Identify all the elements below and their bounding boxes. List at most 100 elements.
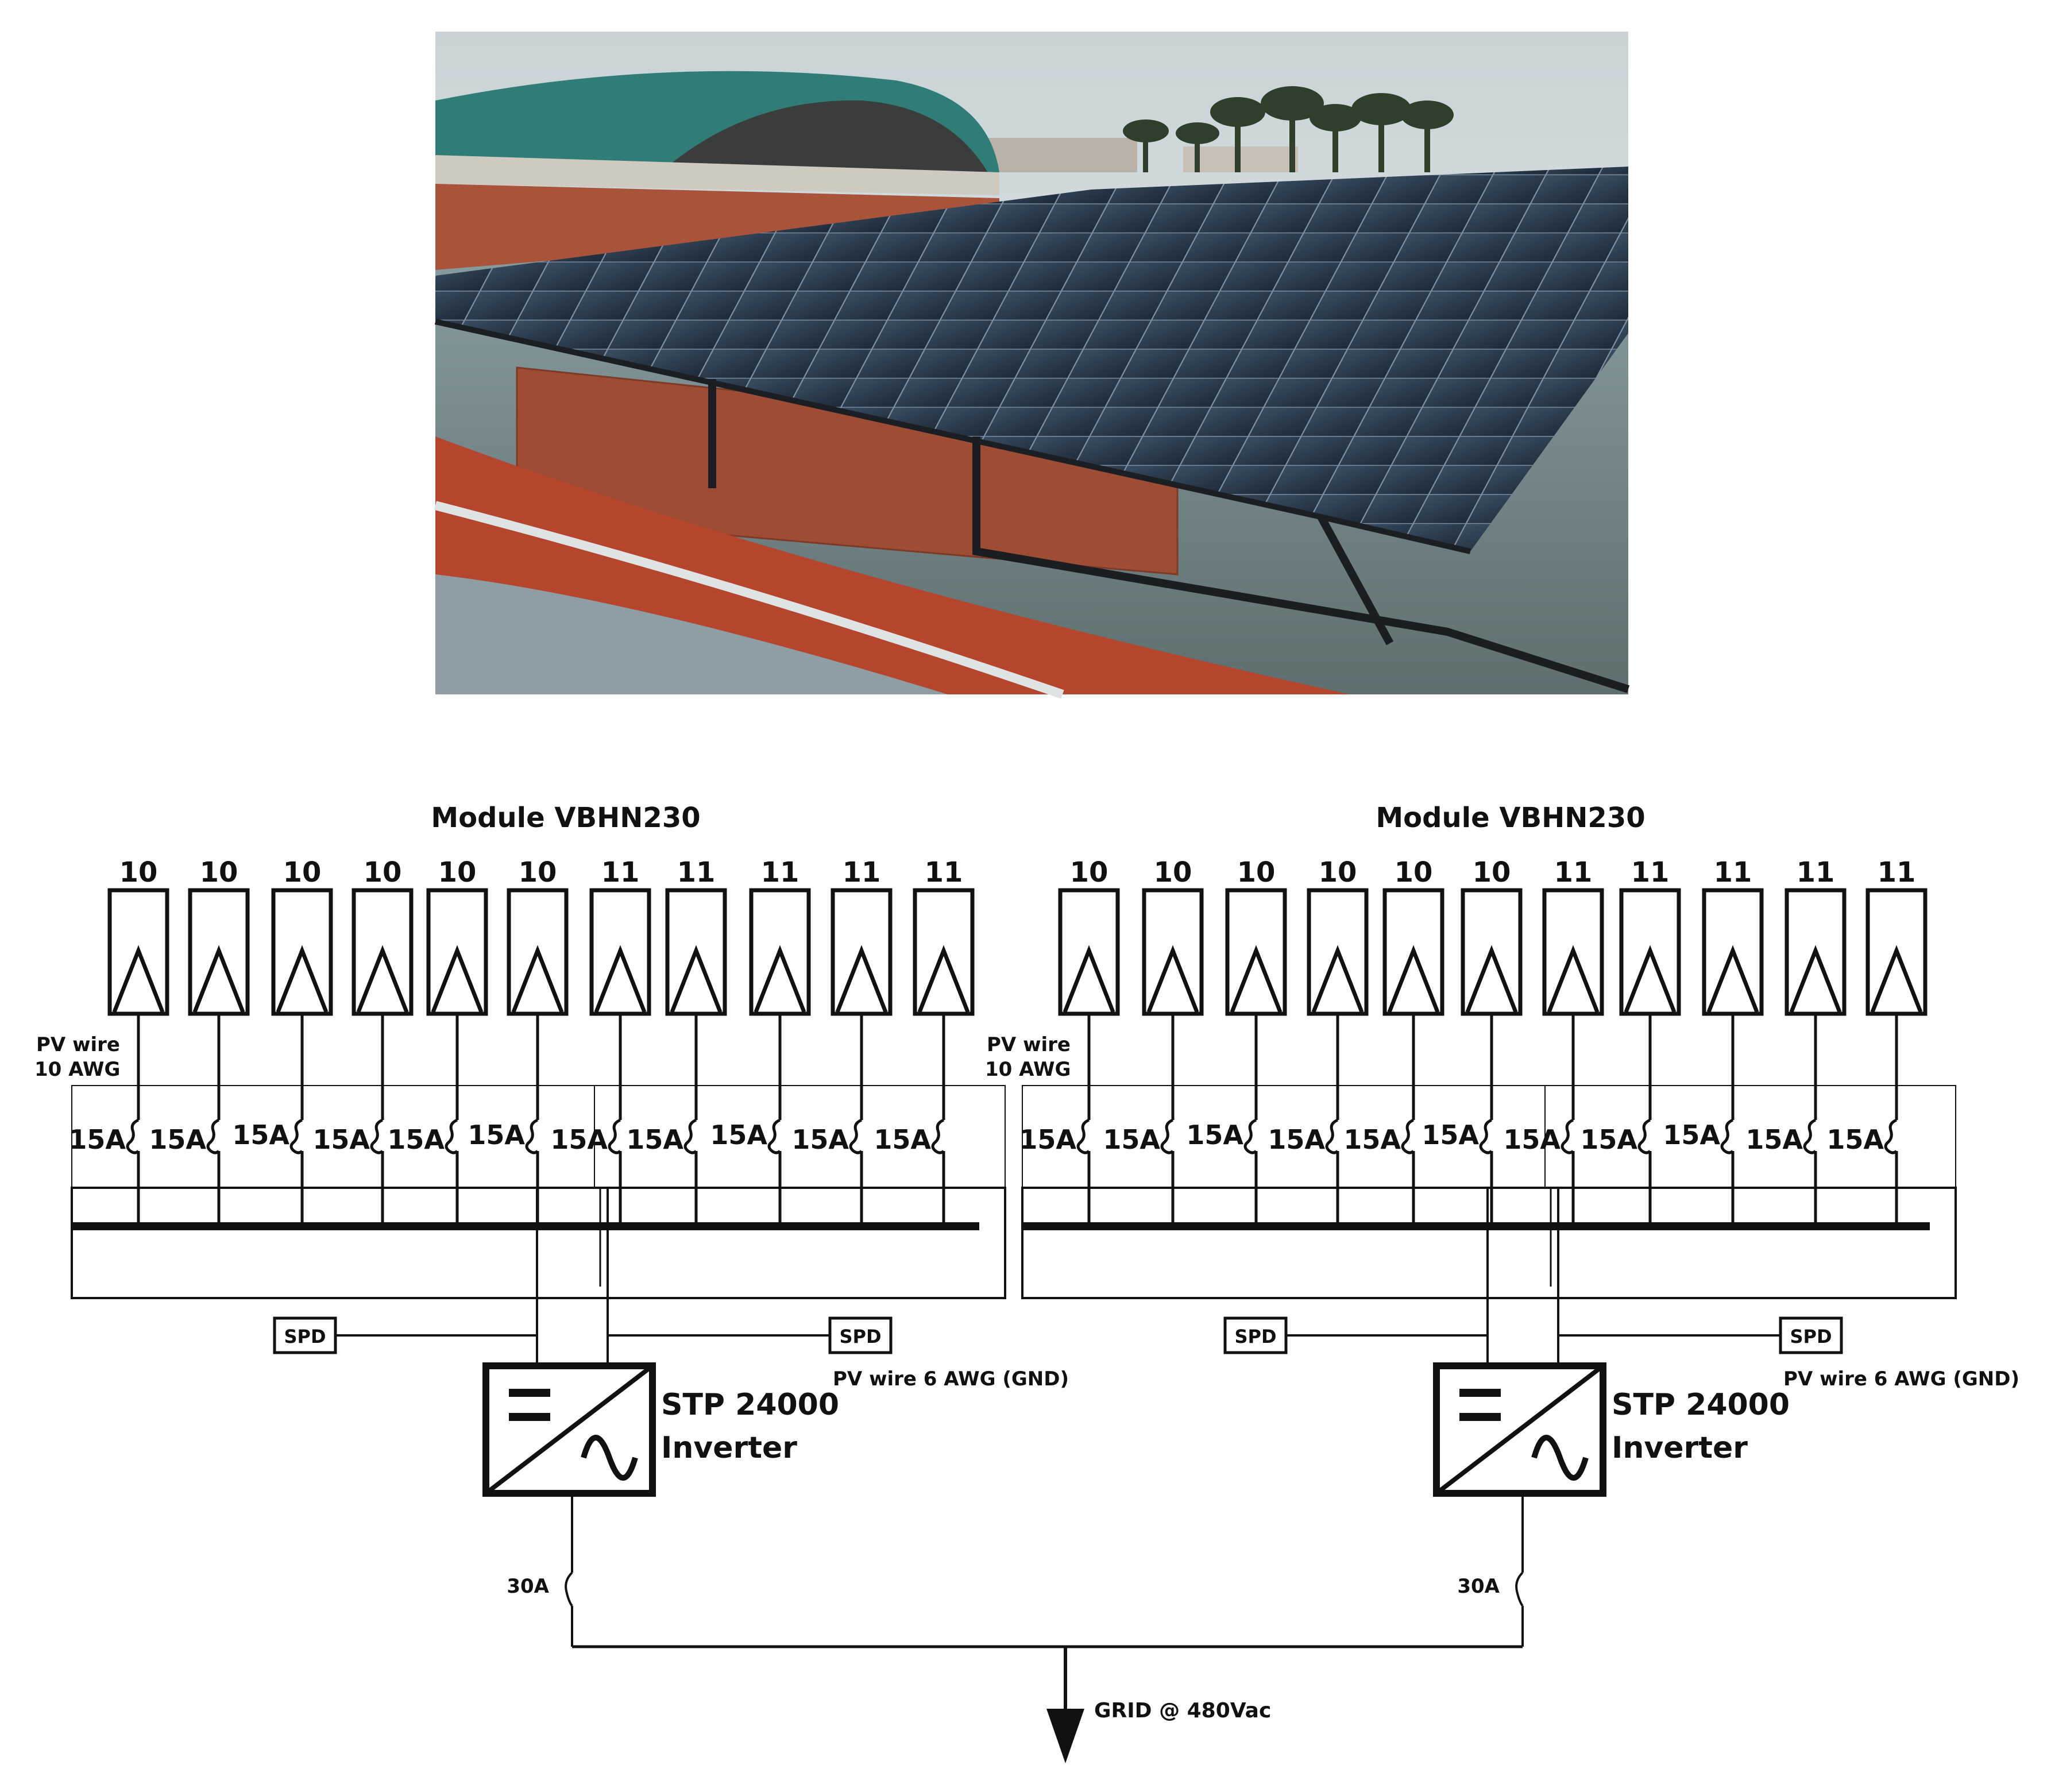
pv-string: 10 15A <box>149 856 250 1223</box>
dc-busbar <box>1022 1222 1930 1230</box>
pv-module-icon <box>749 888 811 1016</box>
fuse-icon <box>931 1118 945 1154</box>
pv-string: 11 15A <box>550 856 651 1223</box>
fuse-icon <box>1803 1118 1817 1154</box>
string-module-count: 10 <box>119 856 158 889</box>
breaker-icon <box>1515 1571 1524 1607</box>
module-label: Module VBHN230 <box>431 802 700 834</box>
spd-right-box <box>1779 1316 1843 1354</box>
string-module-count: 10 <box>1237 856 1276 889</box>
breaker-rating-label: 30A <box>1457 1575 1500 1598</box>
fuse-rating-label: 15A <box>1343 1124 1401 1155</box>
module-label: Module VBHN230 <box>1376 802 1645 834</box>
fuse-icon <box>849 1118 863 1154</box>
pv-module-icon <box>1542 888 1604 1016</box>
fuse-rating-label: 15A <box>1103 1124 1160 1155</box>
fuse-icon <box>683 1118 697 1154</box>
fuse-icon <box>1401 1118 1415 1154</box>
grid-label: GRID @ 480Vac <box>1094 1699 1271 1723</box>
fuse-rating-label: 15A <box>68 1124 126 1155</box>
fuse-rating-label: 15A <box>1663 1119 1720 1150</box>
fuse-rating-label: 15A <box>1186 1119 1243 1150</box>
fuse-icon <box>1561 1118 1574 1154</box>
rooftop-photo <box>434 32 1630 699</box>
string-module-count: 11 <box>843 856 881 889</box>
fuse-icon <box>1884 1118 1898 1154</box>
fuse-rating-label: 15A <box>626 1124 683 1155</box>
fuse-rating-label: 15A <box>1268 1124 1325 1155</box>
fuse-icon <box>206 1118 220 1154</box>
pv-module-icon <box>1382 888 1444 1016</box>
inverter-icon <box>482 1362 656 1497</box>
fuse-rating-label: 15A <box>468 1119 525 1150</box>
grid-connection: GRID @ 480Vac <box>572 1645 1523 1763</box>
palm-trees-icon <box>1123 86 1454 172</box>
inverter-type-label: Inverter <box>661 1431 797 1465</box>
fuse-rating-label: 15A <box>387 1124 445 1155</box>
grid-arrow-icon <box>1046 1709 1084 1763</box>
string-module-count: 11 <box>1878 856 1916 889</box>
pv-wire-gauge-label: 10 AWG <box>34 1058 120 1081</box>
pv-module-icon <box>107 888 169 1016</box>
pv-string: 10 15A <box>1186 856 1287 1223</box>
inverter-model-label: STP 24000 <box>661 1388 839 1422</box>
pv-string: 10 15A <box>1343 856 1444 1223</box>
spd-right-label: SPD <box>839 1326 881 1347</box>
string-module-count: 10 <box>200 856 238 889</box>
dc-busbar <box>72 1222 979 1230</box>
string-module-count: 11 <box>601 856 640 889</box>
fuse-icon <box>370 1118 384 1154</box>
string-module-count: 11 <box>1554 856 1593 889</box>
parapet-wall <box>435 437 1350 694</box>
breaker-icon <box>565 1571 573 1607</box>
pv-wire-label: PV wire <box>987 1033 1071 1056</box>
spd-left-label: SPD <box>1234 1326 1276 1347</box>
pv-string: 10 15A <box>468 856 569 1223</box>
string-module-count: 11 <box>1631 856 1670 889</box>
pv-module-icon <box>589 888 651 1016</box>
fuse-rating-label: 15A <box>1745 1124 1803 1155</box>
fuse-rating-label: 15A <box>874 1124 931 1155</box>
fuse-rating-label: 15A <box>1826 1124 1884 1155</box>
fuse-rating-label: 15A <box>550 1124 608 1155</box>
fuse-icon <box>525 1118 539 1154</box>
string-module-count: 10 <box>519 856 557 889</box>
string-module-count: 10 <box>1154 856 1192 889</box>
inverter-model-label: STP 24000 <box>1612 1388 1790 1422</box>
string-module-count: 10 <box>364 856 402 889</box>
pv-string: 11 15A <box>1826 856 1928 1223</box>
string-module-count: 10 <box>283 856 322 889</box>
string-module-count: 10 <box>1473 856 1511 889</box>
fuse-rating-label: 15A <box>232 1119 289 1150</box>
fuse-icon <box>1243 1118 1257 1154</box>
fuse-rating-label: 15A <box>1422 1119 1479 1150</box>
fuse-rating-label: 15A <box>149 1124 206 1155</box>
pv-module-icon <box>1461 888 1523 1016</box>
breaker-rating-label: 30A <box>507 1575 549 1598</box>
fuse-rating-label: 15A <box>710 1119 767 1150</box>
pv-wire-label: PV wire <box>36 1033 120 1056</box>
inverter-type-label: Inverter <box>1612 1431 1748 1465</box>
ground-wire-label: PV wire 6 AWG (GND) <box>1783 1368 2019 1391</box>
fuse-rating-label: 15A <box>1019 1124 1076 1155</box>
spd-right-label: SPD <box>1790 1326 1832 1347</box>
fuse-icon <box>1637 1118 1651 1154</box>
fuse-icon <box>1076 1118 1090 1154</box>
fuse-icon <box>608 1118 621 1154</box>
fuse-icon <box>767 1118 781 1154</box>
spd-right-box <box>828 1316 893 1354</box>
string-module-count: 10 <box>1395 856 1433 889</box>
solar-panel-array <box>435 167 1628 551</box>
